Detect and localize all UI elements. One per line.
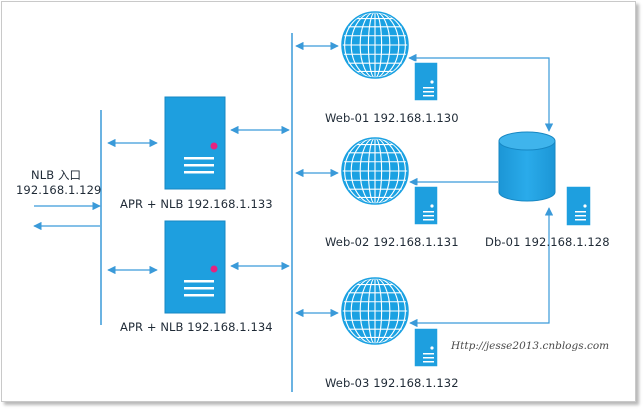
web-01-label: Web-01 192.168.1.130 bbox=[325, 111, 459, 125]
nlb-entry-ip: 192.168.1.129 bbox=[16, 183, 102, 197]
database-icon bbox=[498, 131, 556, 202]
db-to-web1-link bbox=[408, 53, 554, 132]
web-02-server-icon bbox=[413, 185, 439, 226]
apr-server-2-label: APR + NLB 192.168.1.134 bbox=[120, 320, 273, 334]
web-02-label: Web-02 192.168.1.131 bbox=[325, 235, 459, 249]
web-02-globe-icon bbox=[341, 137, 409, 205]
apr-server-1-label: APR + NLB 192.168.1.133 bbox=[120, 197, 273, 211]
watermark-text: Http://jesse2013.cnblogs.com bbox=[451, 340, 610, 352]
apr-server-2-icon bbox=[164, 220, 226, 314]
web-01-server-icon bbox=[413, 61, 439, 102]
db-server-icon bbox=[565, 185, 592, 227]
web-03-label: Web-03 192.168.1.132 bbox=[325, 376, 459, 390]
db-to-web3-link bbox=[409, 207, 554, 328]
web-03-globe-icon bbox=[341, 277, 409, 345]
apr-server-1-icon bbox=[164, 96, 226, 190]
web-01-globe-icon bbox=[341, 11, 409, 79]
nlb-entry-title: NLB 入口 bbox=[31, 168, 82, 182]
db-01-label: Db-01 192.168.1.128 bbox=[485, 235, 610, 249]
web-03-server-icon bbox=[413, 327, 439, 368]
